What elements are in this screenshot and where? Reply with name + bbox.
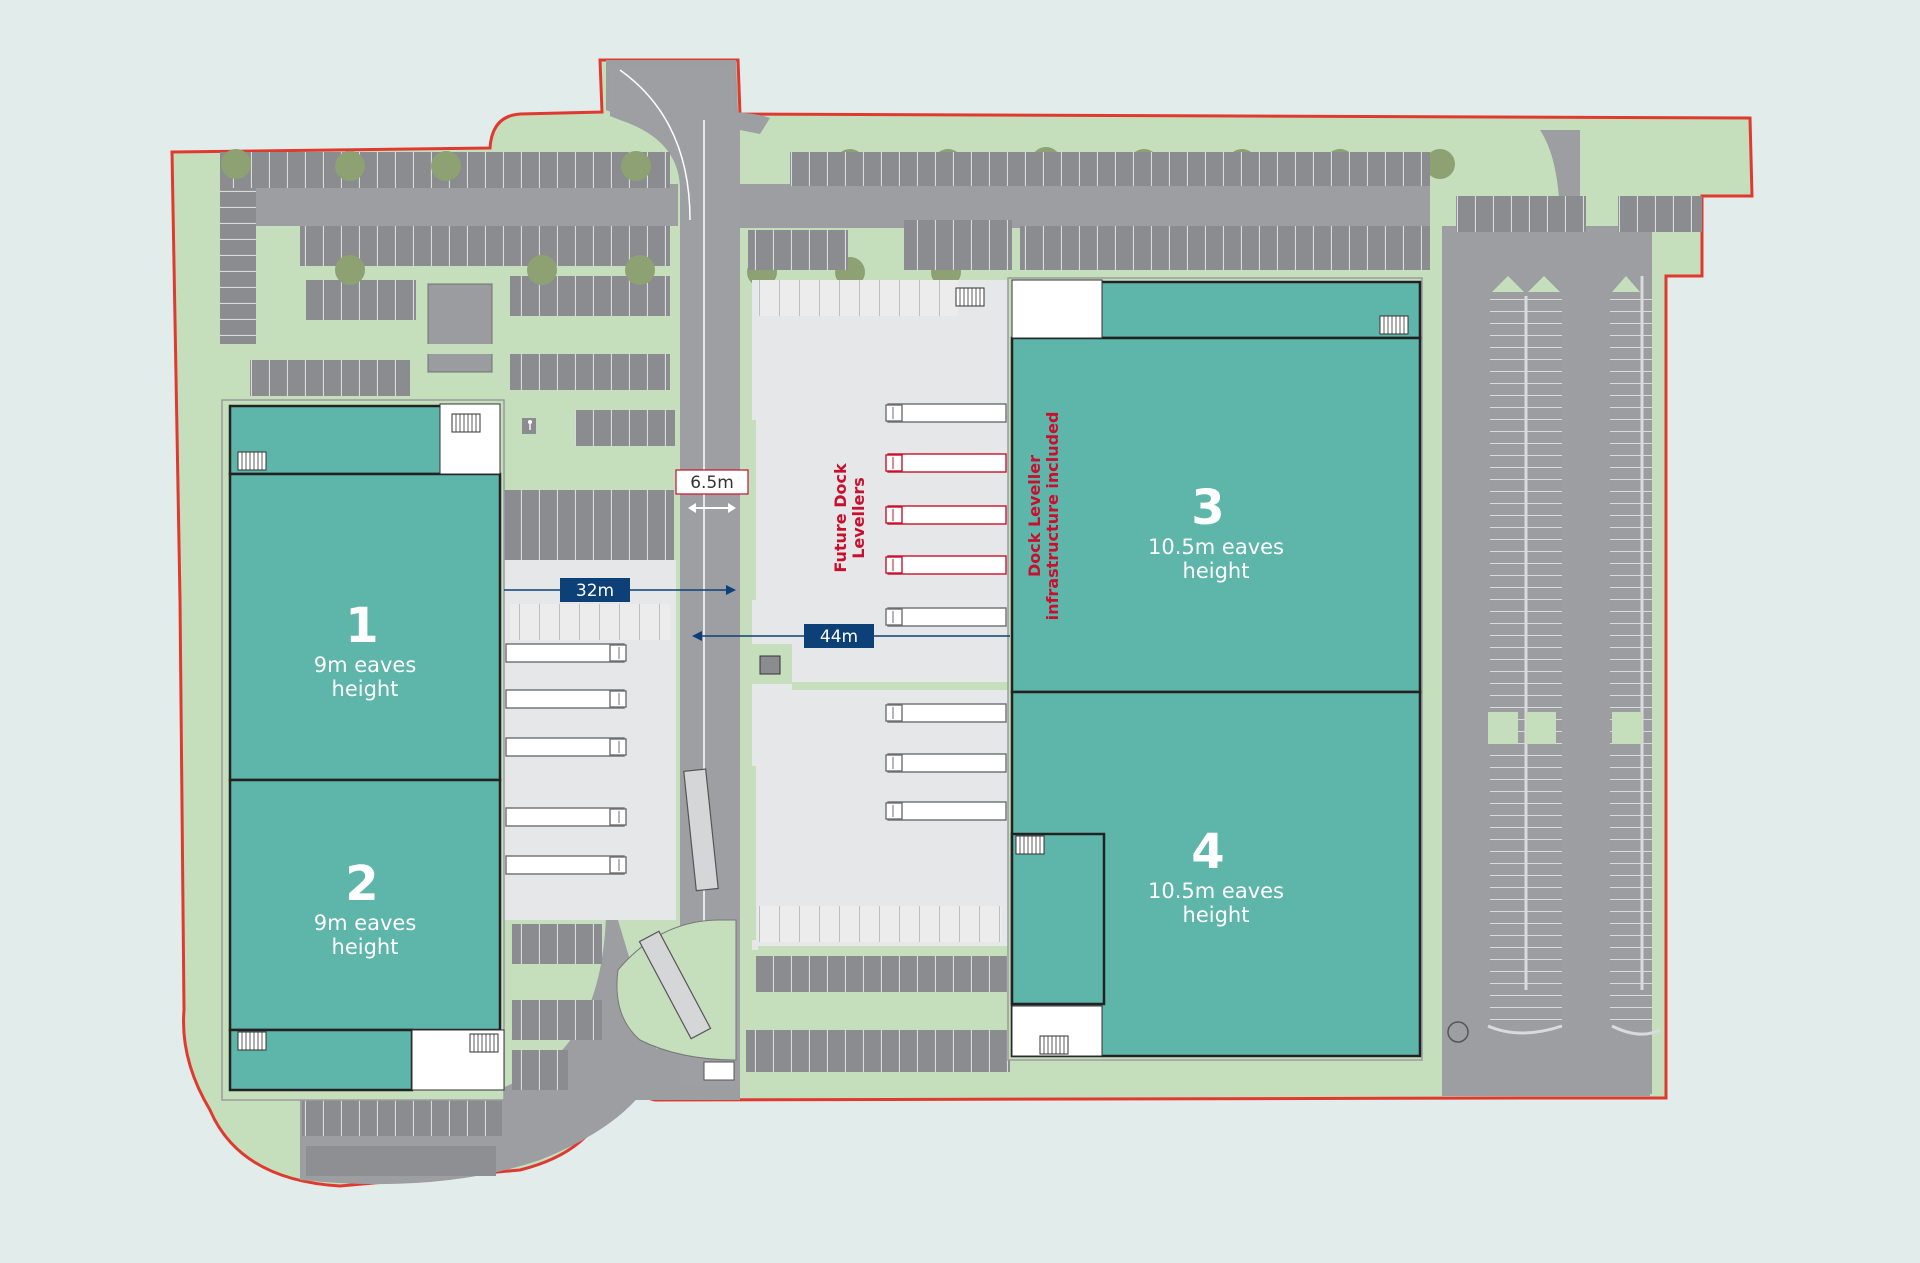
hgv-bays-bottom xyxy=(758,906,1002,942)
entrance-road-lane xyxy=(619,69,691,221)
landscape-yard-edge xyxy=(746,420,756,600)
unit-1-eaves: 9m eaves xyxy=(314,653,417,677)
unit-2-number: 2 xyxy=(345,856,378,912)
tree-icon xyxy=(335,151,365,181)
hgv-trailers-centre xyxy=(885,403,1007,821)
road-width-dimension: 6.5m xyxy=(675,469,749,513)
yard-depth-label-right: 44m xyxy=(820,627,858,647)
unit-2 xyxy=(228,778,502,1032)
core-unit-3 xyxy=(1011,279,1103,339)
unit-4-height: height xyxy=(1183,903,1250,927)
tree-row-left xyxy=(221,149,655,285)
swept-path-vehicle xyxy=(638,768,719,1040)
yard-depth-dimension-right: 44m xyxy=(692,624,1010,648)
unit-1-2-block xyxy=(221,399,505,1101)
yard-island-box xyxy=(759,655,781,675)
yard-depth-label-left: 32m xyxy=(576,581,614,601)
hgv-trailer-icon xyxy=(505,643,627,663)
entrance-road xyxy=(610,66,770,1086)
tree-icon xyxy=(621,151,651,181)
road-width-label: 6.5m xyxy=(690,473,734,493)
unit-4-office xyxy=(1010,832,1106,1006)
unit-3-eaves: 10.5m eaves xyxy=(1148,535,1284,559)
accessible-parking-icon xyxy=(522,418,536,434)
unit-1 xyxy=(228,472,502,782)
staircase-icon xyxy=(237,1031,267,1051)
unit-4-eaves: 10.5m eaves xyxy=(1148,879,1284,903)
landscape-yard-bottom xyxy=(758,946,1010,956)
staircase-icon xyxy=(237,451,267,471)
hgv-trailer-icon xyxy=(505,807,627,827)
hgv-trailer-icon xyxy=(505,855,627,875)
tree-icon xyxy=(431,151,461,181)
dock-infra-note-line1: Dock Leveller xyxy=(1025,455,1044,577)
unit-3 xyxy=(1010,336,1422,694)
hgv-trailer-icon xyxy=(885,703,1007,723)
tree-icon xyxy=(625,255,655,285)
unit-2-height: height xyxy=(332,935,399,959)
unit-3-4-block xyxy=(955,277,1423,1061)
car-park-top xyxy=(748,152,1702,270)
staircase-icon xyxy=(1039,1035,1069,1055)
tree-icon xyxy=(527,255,557,285)
hgv-trailer-icon xyxy=(885,453,1007,473)
landscape-strips-left xyxy=(250,266,670,402)
unit-3-height: height xyxy=(1183,559,1250,583)
hgv-trailer-icon xyxy=(885,403,1007,423)
dock-infra-note-line2: infrastructure included xyxy=(1043,412,1062,621)
landscape-yard-mid xyxy=(792,682,1010,690)
unit-4-number: 4 xyxy=(1191,824,1224,880)
staircase-icon xyxy=(469,1033,499,1053)
car-park-bottom-centre xyxy=(703,956,1010,1081)
hgv-trailer-icon xyxy=(885,505,1007,525)
lorry-park xyxy=(1447,232,1661,1094)
unit-2-eaves: 9m eaves xyxy=(314,911,417,935)
unit-1-number: 1 xyxy=(345,598,378,654)
hgv-trailer-icon xyxy=(505,737,627,757)
staircase-icon xyxy=(1379,315,1409,335)
hgv-bays-left xyxy=(510,604,670,640)
hgv-trailer-icon xyxy=(505,689,627,709)
yard-depth-dimension-left: 32m xyxy=(504,578,736,602)
hgv-trailer-icon xyxy=(885,555,1007,575)
hgv-bays-top xyxy=(758,280,958,316)
staircase-icon xyxy=(451,413,481,433)
future-dock-note-line1: Future Dock xyxy=(831,463,850,573)
unit-3-office xyxy=(1082,280,1422,340)
unit-1-height: height xyxy=(332,677,399,701)
hgv-trailer-icon xyxy=(885,753,1007,773)
tree-icon xyxy=(335,255,365,285)
unit-3-number: 3 xyxy=(1191,480,1224,536)
landscape-yard-edge xyxy=(746,766,756,940)
hgv-trailer-icon xyxy=(885,607,1007,627)
tree-icon xyxy=(1425,149,1455,179)
hgv-trailer-icon xyxy=(885,801,1007,821)
staircase-icon xyxy=(1015,835,1045,855)
future-dock-note-line2: Levellers xyxy=(849,477,868,559)
staircase-icon xyxy=(955,287,985,307)
tree-icon xyxy=(221,149,251,179)
